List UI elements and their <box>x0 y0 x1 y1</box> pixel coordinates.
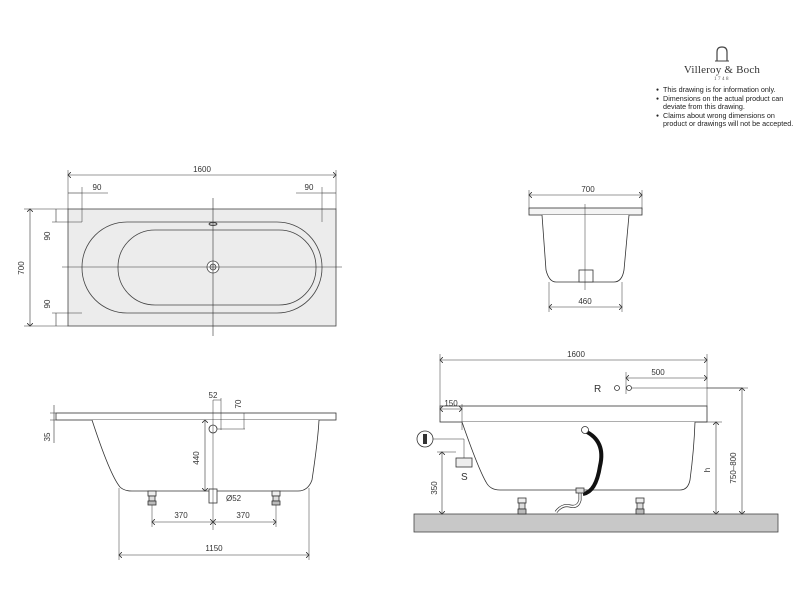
front-waste-offset-dimension: 52 <box>209 391 218 400</box>
foot-right-icon <box>271 490 281 506</box>
top-rim-bottom-dimension: 90 <box>43 299 52 308</box>
note-item: Dimensions on the actual product can dev… <box>656 94 796 112</box>
side-overflow-distance-dimension: 500 <box>651 368 665 377</box>
side-overflow-label: R <box>594 384 601 395</box>
brand-name: Villeroy & Boch <box>683 64 761 76</box>
note-item: Claims about wrong dimensions on product… <box>656 111 796 129</box>
front-foot-right-dimension: 370 <box>236 511 250 520</box>
top-rim-right-dimension: 90 <box>305 183 314 192</box>
side-total-height-dimension: 750–800 <box>729 452 738 484</box>
side-view <box>413 354 779 533</box>
front-waste-height-dimension: 70 <box>234 399 243 408</box>
overflow-r-icon <box>614 385 620 391</box>
overflow-hose <box>582 429 604 496</box>
end-top-width-dimension: 700 <box>581 185 595 194</box>
side-view-body <box>461 421 696 491</box>
note-item: This drawing is for information only. <box>656 85 796 95</box>
front-rim-height-dimension: 35 <box>43 432 52 441</box>
top-width-dimension: 700 <box>17 261 26 275</box>
side-rim-offset-dimension: 150 <box>444 399 458 408</box>
side-foot-left-icon <box>517 497 527 515</box>
front-base-width-dimension: 1150 <box>205 544 223 553</box>
front-depth-dimension: 440 <box>192 451 201 465</box>
end-view <box>529 190 642 312</box>
side-foot-right-icon <box>635 497 645 515</box>
tap-logo-icon <box>715 46 729 62</box>
front-view <box>50 398 337 560</box>
front-waste-diameter-dimension: Ø52 <box>226 494 242 503</box>
siphon-box-icon <box>455 457 473 468</box>
brand-logo: Villeroy & Boch 1748 <box>672 44 772 82</box>
end-bottom-width-dimension: 460 <box>578 297 592 306</box>
floor-slab <box>413 513 779 533</box>
side-waste-height-dimension: 350 <box>430 481 439 495</box>
front-view-body <box>91 419 320 492</box>
top-rim-left-dimension: 90 <box>93 183 102 192</box>
foot-left-icon <box>147 490 157 506</box>
top-length-dimension: 1600 <box>193 165 211 174</box>
top-view <box>24 170 342 336</box>
brand-year: 1748 <box>714 77 730 82</box>
front-view-rim <box>55 412 337 421</box>
side-waste-label: S <box>461 472 468 483</box>
side-h-label: h <box>703 468 712 472</box>
end-view-rim <box>528 207 643 216</box>
top-rim-top-dimension: 90 <box>43 231 52 240</box>
disclaimer-notes: This drawing is for information only. Di… <box>656 85 796 129</box>
front-foot-left-dimension: 370 <box>174 511 188 520</box>
side-view-rim <box>439 405 708 423</box>
side-length-dimension: 1600 <box>567 350 585 359</box>
